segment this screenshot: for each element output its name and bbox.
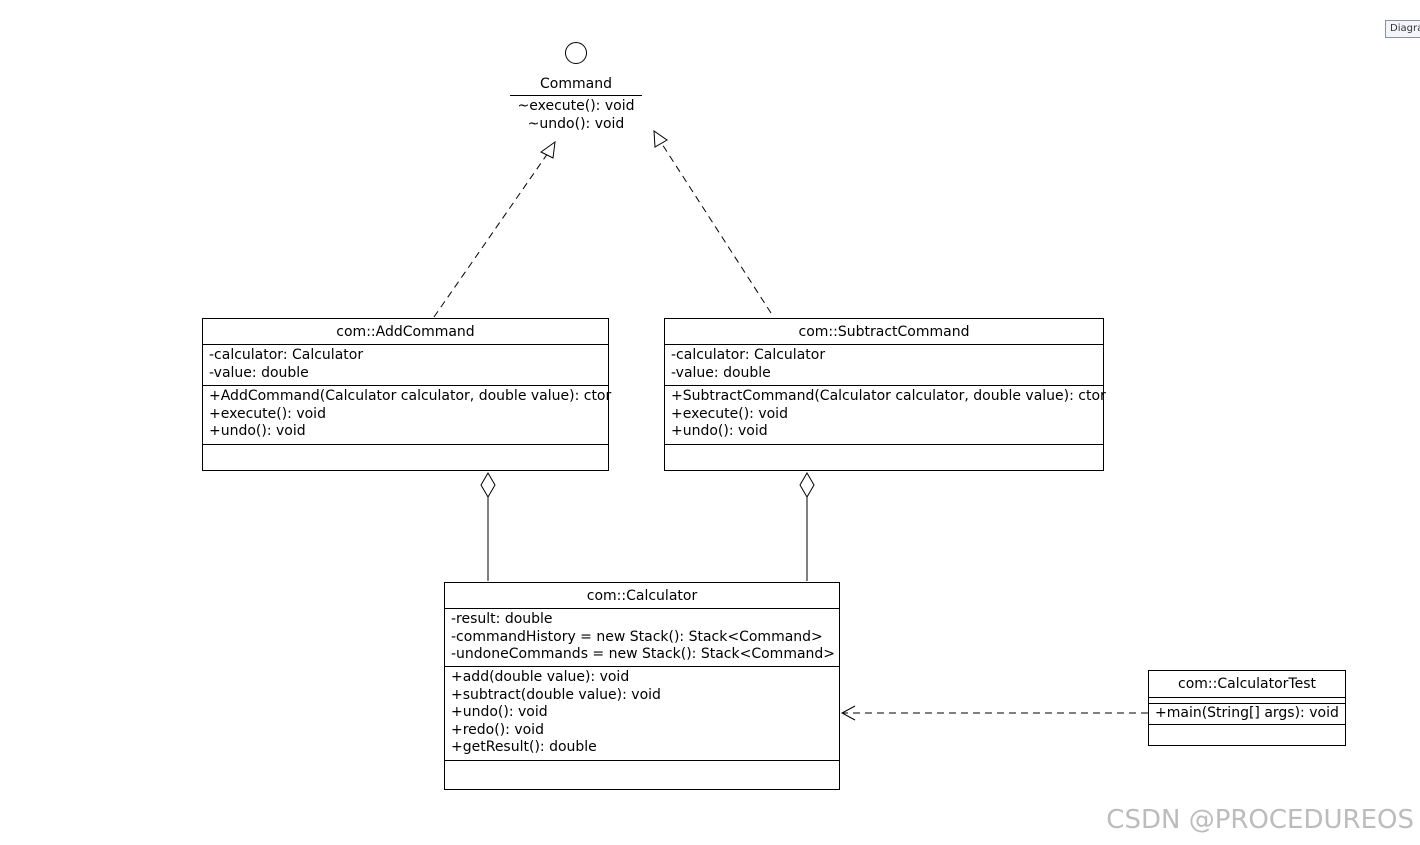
operation: +execute(): void [209, 405, 326, 422]
subtract-command-aggregation-diamond [799, 472, 815, 498]
empty-section [445, 761, 839, 765]
class-name: com::SubtractCommand [665, 319, 1103, 345]
add-command-class[interactable]: com::AddCommand -calculator: Calculator … [202, 318, 612, 471]
attribute: -calculator: Calculator [209, 347, 364, 363]
empty-section [203, 445, 608, 449]
subtract-command-realization-line [661, 143, 772, 314]
attribute: -calculator: Calculator [671, 347, 826, 363]
operation: +subtract(double value): void [451, 686, 661, 703]
operation: +SubtractCommand(Calculator calculator, … [671, 388, 1106, 404]
add-command-aggregation-diamond [480, 472, 496, 498]
operation: +getResult(): double [451, 739, 597, 755]
interface-circle-icon [565, 42, 587, 64]
operation: +undo(): void [671, 423, 768, 439]
operation: +main(String[] args): void [1155, 705, 1339, 721]
operation: +undo(): void [209, 423, 306, 439]
attributes-section [1149, 698, 1345, 704]
diagram-tab[interactable]: Diagra [1385, 20, 1420, 38]
operations-section: +AddCommand(Calculator calculator, doubl… [203, 386, 612, 445]
attribute: -value: double [209, 364, 309, 381]
operations-section: +SubtractCommand(Calculator calculator, … [665, 386, 1106, 445]
subtract-command-realization-arrowhead [653, 130, 668, 148]
empty-section [1149, 725, 1345, 729]
calculator-test-dependency-arrowhead [840, 705, 856, 721]
class-name: com::AddCommand [203, 319, 608, 345]
class-name: com::Calculator [445, 583, 839, 609]
attribute: -result: double [451, 611, 553, 627]
interface-name: Command [510, 73, 642, 96]
operations-section: +main(String[] args): void [1149, 704, 1345, 725]
attribute: -value: double [671, 364, 771, 381]
operation: +add(double value): void [451, 669, 630, 685]
empty-section [665, 445, 1103, 449]
attributes-section: -calculator: Calculator -value: double [203, 345, 608, 386]
operation: +redo(): void [451, 721, 544, 738]
watermark: CSDN @PROCEDUREOS [1106, 805, 1414, 835]
add-command-realization-arrowhead [540, 140, 556, 159]
operations-section: +add(double value): void +subtract(doubl… [445, 667, 839, 761]
attributes-section: -calculator: Calculator -value: double [665, 345, 1103, 386]
interface-operation: ~execute(): void [517, 98, 635, 114]
add-command-realization-line [433, 152, 549, 318]
attribute: -commandHistory = new Stack(): Stack<Com… [451, 628, 823, 645]
subtract-command-class[interactable]: com::SubtractCommand -calculator: Calcul… [664, 318, 1106, 471]
command-interface[interactable]: Command ~execute(): void ~undo(): void [510, 40, 642, 133]
class-name: com::CalculatorTest [1149, 671, 1345, 698]
interface-operation: ~undo(): void [527, 116, 625, 132]
attribute: -undoneCommands = new Stack(): Stack<Com… [451, 646, 836, 662]
operation: +undo(): void [451, 704, 548, 720]
calculator-class[interactable]: com::Calculator -result: double -command… [444, 582, 840, 790]
attributes-section: -result: double -commandHistory = new St… [445, 609, 839, 667]
operation: +execute(): void [671, 405, 788, 422]
operation: +AddCommand(Calculator calculator, doubl… [209, 388, 612, 404]
calculator-test-class[interactable]: com::CalculatorTest +main(String[] args)… [1148, 670, 1346, 746]
